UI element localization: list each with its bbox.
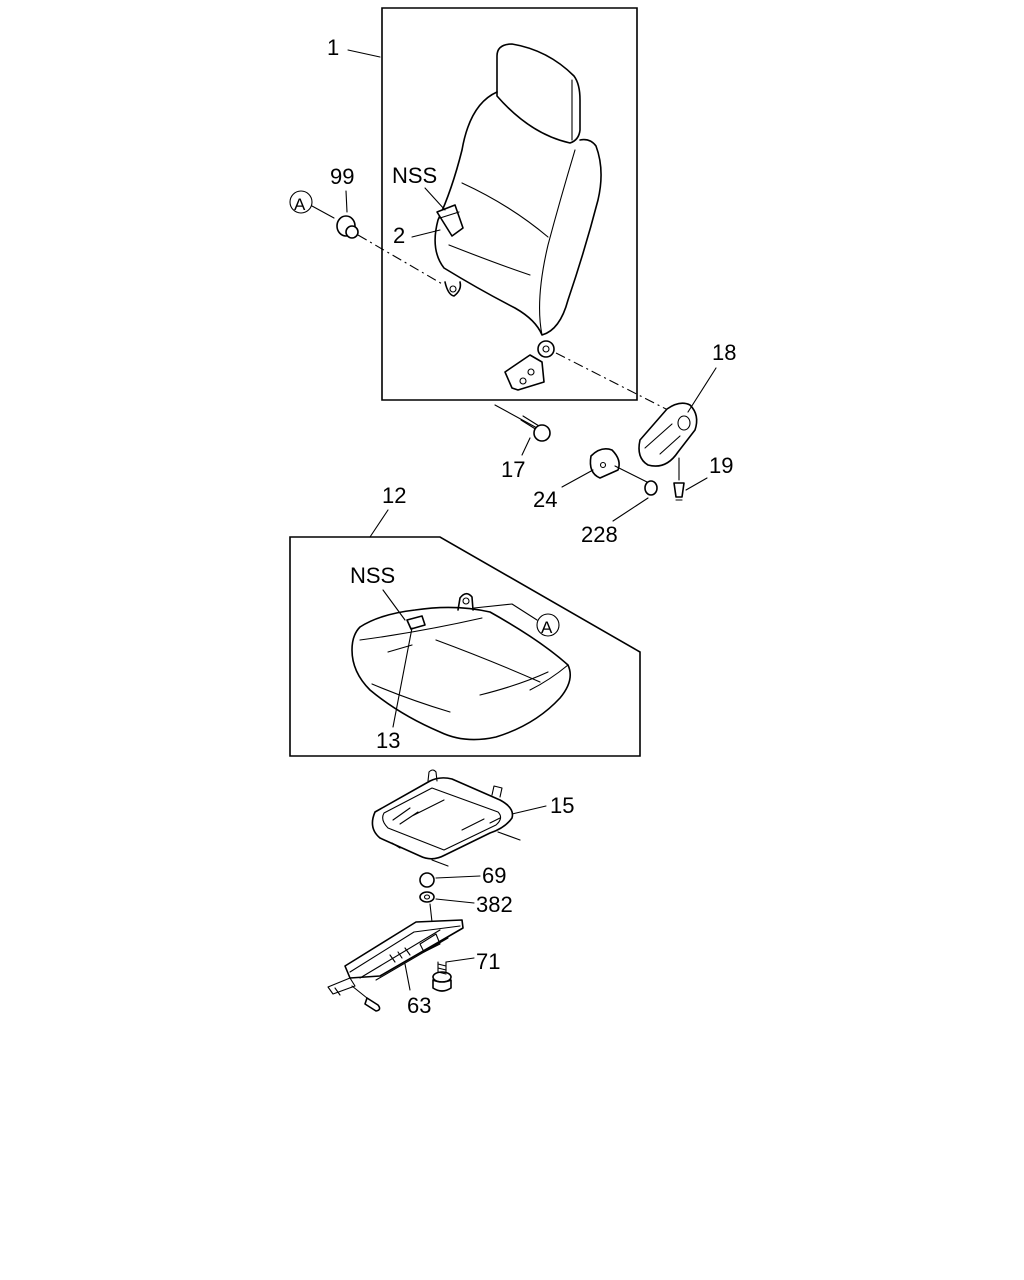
cap-99 (336, 215, 359, 239)
back-hook (444, 281, 462, 297)
seat-cushion-group (289, 536, 641, 757)
label-part-382: 382 (476, 892, 513, 917)
label-part-228: 228 (581, 522, 618, 547)
washer-382 (419, 891, 435, 903)
seat-frame-15 (371, 769, 521, 867)
label-part-13: 13 (376, 728, 400, 753)
cushion-hook (457, 592, 474, 611)
seat-back-frame (381, 7, 638, 401)
cushion-tag (406, 615, 426, 630)
hinge-cover-18 (638, 402, 698, 467)
bolt-71 (432, 961, 452, 992)
ref-a-back-circle (289, 190, 313, 214)
ref-a-back: A (294, 195, 306, 214)
hinge-bracket (504, 354, 545, 391)
seat-back-group (381, 7, 638, 401)
label-nss-cushion: NSS (350, 563, 395, 588)
screw-228 (644, 480, 658, 496)
ref-a-cushion: A (541, 618, 553, 637)
label-part-63: 63 (407, 993, 431, 1018)
headrest (496, 43, 581, 144)
label-part-2: 2 (393, 223, 405, 248)
clip-19 (673, 457, 685, 501)
ref-a-cushion-circle (536, 613, 560, 637)
seat-back (434, 91, 602, 336)
label-part-17: 17 (501, 457, 525, 482)
label-part-15: 15 (550, 793, 574, 818)
bolt-17 (520, 415, 551, 442)
label-part-19: 19 (709, 453, 733, 478)
slide-rail-63 (327, 903, 464, 1012)
label-part-1: 1 (327, 35, 339, 60)
nut-69 (419, 872, 435, 888)
label-part-69: 69 (482, 863, 506, 888)
label-part-12: 12 (382, 483, 406, 508)
line-a-to-back (357, 234, 445, 286)
label-part-71: 71 (476, 949, 500, 974)
hinge-pivot (537, 340, 555, 358)
label-part-18: 18 (712, 340, 736, 365)
label-part-24: 24 (533, 487, 557, 512)
label-nss-back: NSS (392, 163, 437, 188)
back-tag (436, 204, 464, 237)
knob-24 (589, 448, 620, 479)
label-part-99: 99 (330, 164, 354, 189)
seat-cushion-frame (289, 536, 641, 757)
